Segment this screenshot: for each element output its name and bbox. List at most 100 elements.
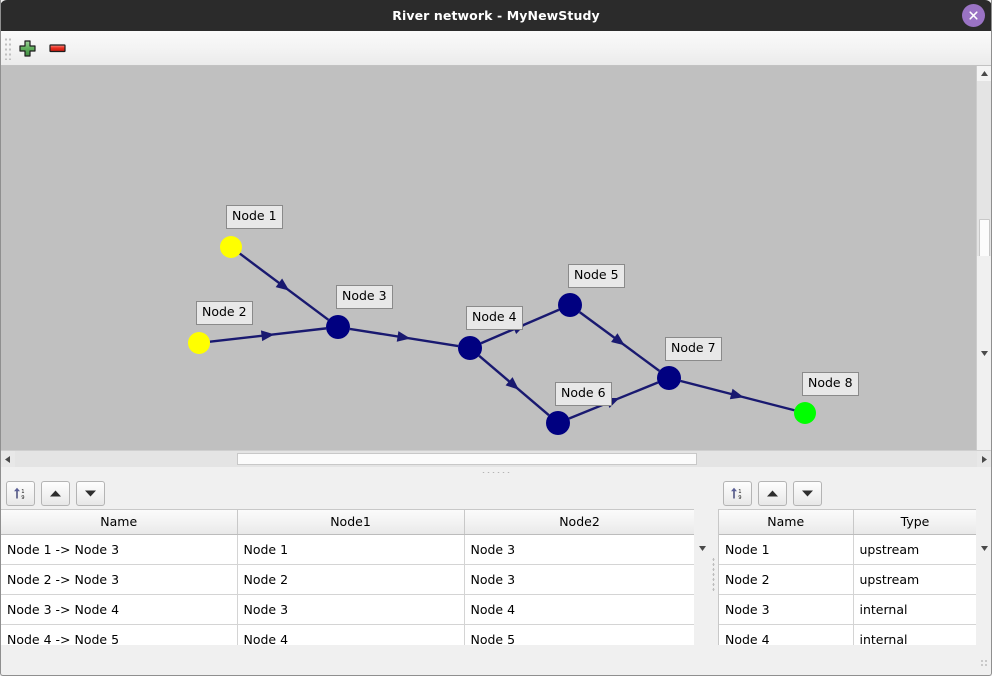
- reaches-table: Name Node1 Node2 Node 1 -> Node 3Node 1N…: [1, 510, 694, 645]
- reach-cell[interactable]: Node 5: [464, 624, 694, 645]
- reaches-col-node1[interactable]: Node1: [237, 510, 464, 534]
- nodes-move-up-button[interactable]: [758, 481, 787, 506]
- node-cell[interactable]: upstream: [853, 564, 976, 594]
- node-cell[interactable]: internal: [853, 594, 976, 624]
- nodes-move-down-button[interactable]: [793, 481, 822, 506]
- reach-cell[interactable]: Node 2: [237, 564, 464, 594]
- canvas-hscroll-thumb[interactable]: [237, 453, 697, 465]
- reach-cell[interactable]: Node 4: [237, 624, 464, 645]
- add-node-button[interactable]: [12, 34, 42, 62]
- reaches-move-down-button[interactable]: [76, 481, 105, 506]
- reaches-toolbar: 1 9: [0, 477, 710, 509]
- table-row[interactable]: Node 2upstream: [719, 564, 976, 594]
- reach-cell[interactable]: Node 4: [464, 594, 694, 624]
- table-row[interactable]: Node 4internal: [719, 624, 976, 645]
- reaches-sort-button[interactable]: 1 9: [6, 481, 35, 506]
- nodes-col-type[interactable]: Type: [853, 510, 976, 534]
- reaches-table-body: Node 1 -> Node 3Node 1Node 3Node 2 -> No…: [1, 534, 694, 645]
- node-label[interactable]: Node 7: [665, 337, 722, 361]
- canvas-scroll-up-icon[interactable]: [977, 66, 992, 81]
- canvas-scroll-left-icon[interactable]: [0, 451, 15, 467]
- node-cell[interactable]: upstream: [853, 534, 976, 564]
- svg-text:9: 9: [21, 495, 24, 501]
- reach-cell[interactable]: Node 3: [464, 564, 694, 594]
- graph-node[interactable]: [546, 411, 570, 435]
- reaches-col-name[interactable]: Name: [1, 510, 237, 534]
- table-row[interactable]: Node 3internal: [719, 594, 976, 624]
- table-row[interactable]: Node 1upstream: [719, 534, 976, 564]
- nodes-col-name[interactable]: Name: [719, 510, 853, 534]
- graph-node[interactable]: [220, 236, 242, 258]
- graph-node[interactable]: [326, 315, 350, 339]
- canvas-scroll-down-icon[interactable]: [977, 256, 992, 450]
- arrow-up-icon: [49, 489, 62, 498]
- reaches-move-up-button[interactable]: [41, 481, 70, 506]
- node-label[interactable]: Node 6: [555, 382, 612, 406]
- nodes-scroll-down-icon[interactable]: [976, 509, 992, 645]
- reaches-table-area: Name Node1 Node2 Node 1 -> Node 3Node 1N…: [0, 509, 710, 645]
- arrow-down-icon: [801, 489, 814, 498]
- node-label[interactable]: Node 1: [226, 205, 283, 229]
- svg-text:9: 9: [738, 495, 741, 501]
- node-cell[interactable]: Node 4: [719, 624, 853, 645]
- nodes-table-body: Node 1upstreamNode 2upstreamNode 3intern…: [719, 534, 976, 645]
- reach-cell[interactable]: Node 3: [464, 534, 694, 564]
- node-label[interactable]: Node 2: [196, 301, 253, 325]
- reaches-header-row: Name Node1 Node2: [1, 510, 694, 534]
- arrow-up-icon: [766, 489, 779, 498]
- nodes-table: Name Type Node 1upstreamNode 2upstreamNo…: [719, 510, 976, 645]
- close-icon[interactable]: [962, 4, 985, 27]
- reaches-vertical-scrollbar[interactable]: [694, 509, 710, 645]
- canvas-horizontal-scrollbar[interactable]: [0, 450, 992, 467]
- reaches-scroll-down-icon[interactable]: [694, 509, 710, 645]
- node-cell[interactable]: Node 2: [719, 564, 853, 594]
- nodes-vertical-scrollbar[interactable]: [976, 509, 992, 645]
- edge-arrow-icon: [261, 330, 275, 341]
- bottom-area: 1 9: [0, 477, 992, 671]
- edge-arrow-icon: [397, 331, 411, 342]
- graph-node[interactable]: [188, 332, 210, 354]
- node-cell[interactable]: Node 1: [719, 534, 853, 564]
- nodes-header-row: Name Type: [719, 510, 976, 534]
- sort-ascending-icon: 1 9: [13, 486, 28, 501]
- reach-cell[interactable]: Node 1 -> Node 3: [1, 534, 237, 564]
- reaches-col-node2[interactable]: Node2: [464, 510, 694, 534]
- canvas-scroll-right-icon[interactable]: [977, 451, 992, 467]
- network-canvas[interactable]: Node 1 Node 2 Node 3 Node 4 Node 5 Node 6 Node…: [0, 66, 992, 450]
- graph-node[interactable]: [558, 293, 582, 317]
- reach-cell[interactable]: Node 1: [237, 534, 464, 564]
- nodes-table-area: Name Type Node 1upstreamNode 2upstreamNo…: [718, 509, 992, 645]
- nodes-footer: [710, 645, 992, 671]
- node-label[interactable]: Node 5: [568, 264, 625, 288]
- reach-cell[interactable]: Node 4 -> Node 5: [1, 624, 237, 645]
- edge-arrow-icon: [276, 278, 290, 290]
- table-row[interactable]: Node 3 -> Node 4Node 3Node 4: [1, 594, 694, 624]
- graph-node[interactable]: [794, 402, 816, 424]
- canvas-vertical-scrollbar[interactable]: [976, 66, 992, 450]
- reach-cell[interactable]: Node 3: [237, 594, 464, 624]
- reaches-table-scrollport[interactable]: Name Node1 Node2 Node 1 -> Node 3Node 1N…: [0, 509, 694, 645]
- graph-node[interactable]: [458, 336, 482, 360]
- horizontal-splitter[interactable]: [0, 467, 992, 477]
- reach-cell[interactable]: Node 3 -> Node 4: [1, 594, 237, 624]
- reach-cell[interactable]: Node 2 -> Node 3: [1, 564, 237, 594]
- node-label[interactable]: Node 3: [336, 285, 393, 309]
- reaches-panel: 1 9: [0, 477, 710, 671]
- graph-node[interactable]: [657, 366, 681, 390]
- table-row[interactable]: Node 1 -> Node 3Node 1Node 3: [1, 534, 694, 564]
- arrow-down-icon: [84, 489, 97, 498]
- table-row[interactable]: Node 2 -> Node 3Node 2Node 3: [1, 564, 694, 594]
- remove-node-button[interactable]: [42, 34, 72, 62]
- node-cell[interactable]: internal: [853, 624, 976, 645]
- sort-ascending-icon: 1 9: [730, 486, 745, 501]
- resize-grip[interactable]: [980, 659, 989, 668]
- nodes-table-scrollport[interactable]: Name Type Node 1upstreamNode 2upstreamNo…: [718, 509, 976, 645]
- toolbar-grip[interactable]: [3, 36, 12, 60]
- node-cell[interactable]: Node 3: [719, 594, 853, 624]
- table-row[interactable]: Node 4 -> Node 5Node 4Node 5: [1, 624, 694, 645]
- nodes-sort-button[interactable]: 1 9: [723, 481, 752, 506]
- node-label[interactable]: Node 8: [802, 372, 859, 396]
- node-label[interactable]: Node 4: [466, 306, 523, 330]
- window-title: River network - MyNewStudy: [392, 8, 600, 23]
